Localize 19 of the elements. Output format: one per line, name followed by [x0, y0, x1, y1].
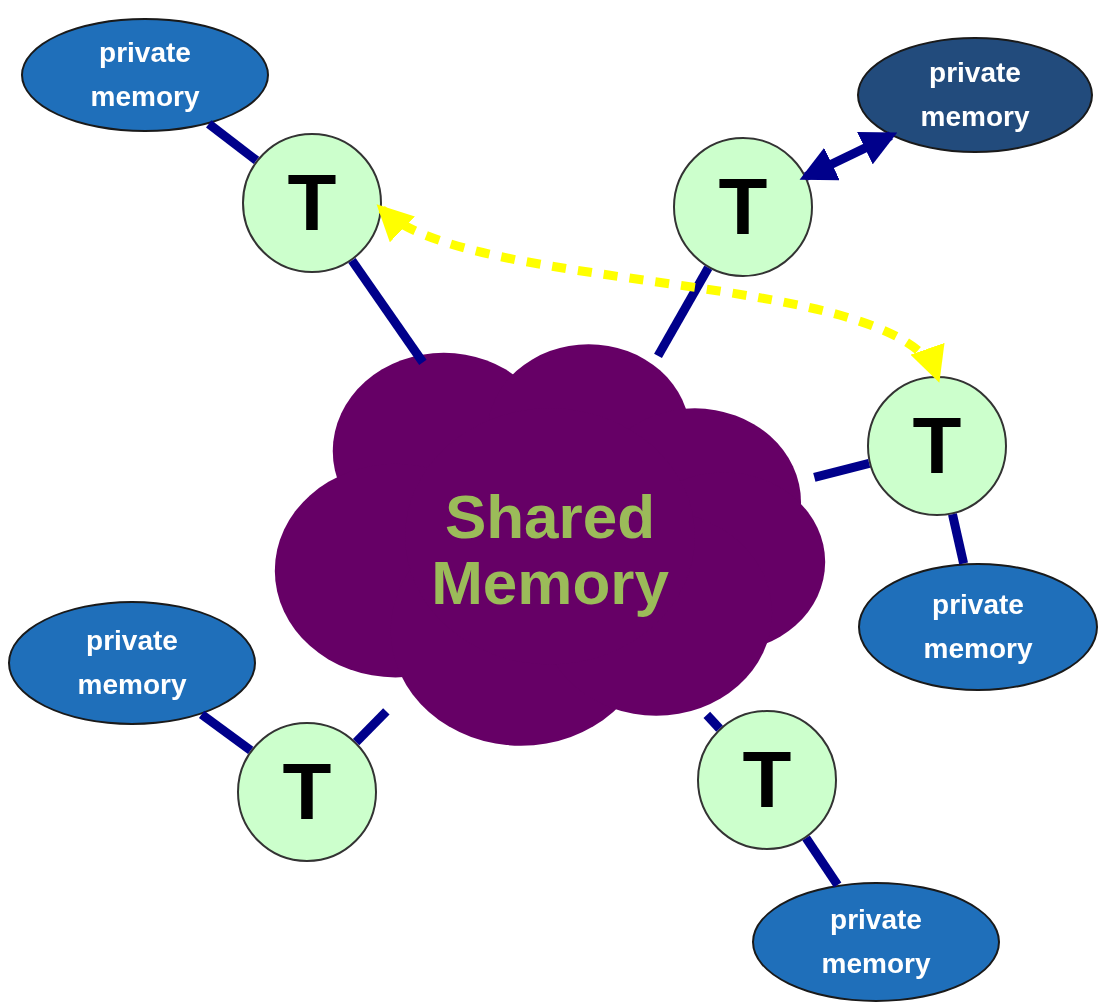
- memory-label: private memory: [922, 588, 1034, 666]
- arrow: [799, 131, 898, 181]
- connector-line: [948, 513, 968, 565]
- memory-label: private memory: [919, 56, 1031, 134]
- memory-label: private memory: [820, 903, 932, 981]
- connector-line: [206, 120, 260, 164]
- arrow: [375, 205, 942, 382]
- connector-line: [198, 710, 254, 755]
- connector-line: [813, 459, 871, 482]
- thread-label: T: [718, 167, 768, 247]
- connector-line: [348, 257, 427, 365]
- thread-label: T: [742, 740, 792, 820]
- thread-label: T: [282, 752, 332, 832]
- connector-line: [654, 265, 713, 359]
- connector-line: [802, 835, 842, 888]
- thread-label: T: [287, 163, 337, 243]
- memory-label: private memory: [89, 36, 201, 114]
- thread-label: T: [912, 406, 962, 486]
- memory-label: private memory: [76, 624, 188, 702]
